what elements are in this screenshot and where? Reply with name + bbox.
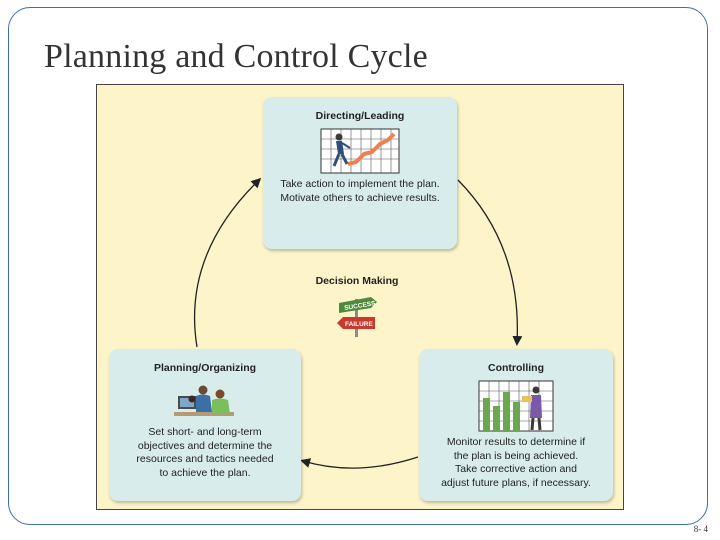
card-desc-controlling-1: Monitor results to determine if: [446, 436, 586, 448]
card-desc-directing-2: Motivate others to achieve results.: [280, 191, 440, 204]
card-title-directing: Directing/Leading: [315, 110, 405, 122]
card-desc-planning-1: Set short- and long-term: [148, 426, 262, 438]
card-desc-planning-3: resources and tactics needed: [136, 453, 274, 465]
person-walking-up-chart-icon: [320, 128, 400, 174]
cycle-diagram: Directing/Leading Take action to impleme…: [96, 84, 624, 510]
card-desc-directing-1: Take action to implement the plan.: [280, 178, 440, 190]
decision-making: Decision Making SUCCESS FAILURE: [297, 275, 417, 337]
cycle-arrows: [193, 177, 523, 469]
card-planning-organizing: Planning/Organizing Set short- and long-…: [109, 349, 301, 501]
card-title-controlling: Controlling: [488, 362, 544, 374]
bar-chart-with-person-icon: [478, 380, 554, 432]
arrow-directing-to-controlling: [457, 179, 523, 346]
slide-frame: [8, 7, 708, 525]
slide-title: Planning and Control Cycle: [44, 38, 428, 75]
signpost-icon: SUCCESS FAILURE: [337, 297, 377, 337]
arrow-planning-to-directing: [193, 177, 262, 348]
people-at-computer-icon: [174, 385, 234, 416]
sign-failure-text: FAILURE: [345, 321, 373, 328]
card-desc-controlling-3: Take corrective action and: [455, 463, 577, 475]
card-controlling: Controlling Monitor results to determine…: [419, 349, 613, 501]
card-desc-planning-2: objectives and determine the: [137, 439, 273, 452]
card-directing-leading: Directing/Leading Take action to impleme…: [263, 97, 457, 249]
card-title-planning: Planning/Organizing: [153, 362, 257, 374]
sign-success-text: SUCCESS: [344, 300, 377, 312]
card-desc-controlling-2: the plan is being achieved.: [453, 449, 579, 462]
card-desc-controlling-4: adjust future plans, if necessary.: [441, 476, 591, 489]
arrow-controlling-to-planning: [300, 456, 419, 469]
decision-title: Decision Making: [315, 275, 399, 287]
card-desc-planning-4: to achieve the plan.: [159, 466, 251, 479]
slide-number: 8- 4: [693, 524, 708, 534]
